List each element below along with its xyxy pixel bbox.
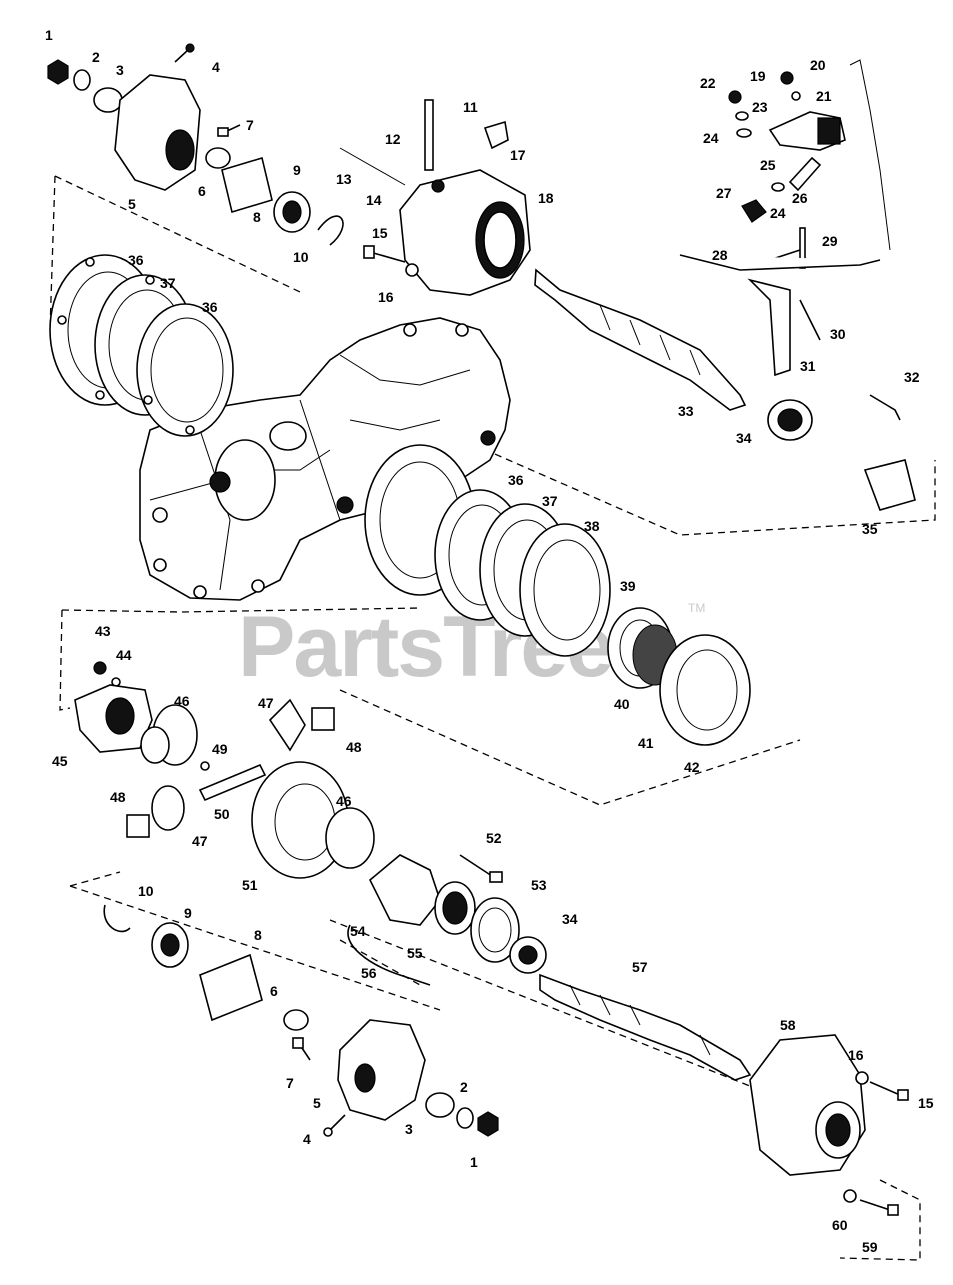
callout-1: 1 (45, 27, 53, 43)
right-cover-assembly (103, 904, 499, 1137)
callout-29: 29 (822, 233, 838, 249)
callout-16: 16 (378, 289, 394, 305)
callout-10: 10 (138, 883, 154, 899)
callout-15: 15 (372, 225, 388, 241)
callout-32: 32 (904, 369, 920, 385)
callout-42: 42 (684, 759, 700, 775)
callout-24: 24 (770, 205, 786, 221)
callout-37: 37 (542, 493, 558, 509)
callout-18: 18 (538, 190, 554, 206)
callout-24: 24 (703, 130, 719, 146)
callout-38: 38 (584, 518, 600, 534)
callout-28: 28 (712, 247, 728, 263)
callout-30: 30 (830, 326, 846, 342)
callout-8: 8 (253, 209, 261, 225)
shift-housing-assembly (339, 99, 813, 441)
callout-2: 2 (92, 49, 100, 65)
callout-15: 15 (918, 1095, 934, 1111)
callout-43: 43 (95, 623, 111, 639)
callout-4: 4 (303, 1131, 311, 1147)
callout-8: 8 (254, 927, 262, 943)
callout-16: 16 (848, 1047, 864, 1063)
callout-50: 50 (214, 806, 230, 822)
callout-2: 2 (460, 1079, 468, 1095)
callout-48: 48 (110, 789, 126, 805)
callout-6: 6 (198, 183, 206, 199)
callout-58: 58 (780, 1017, 796, 1033)
callout-25: 25 (760, 157, 776, 173)
callout-41: 41 (638, 735, 654, 751)
callout-21: 21 (816, 88, 832, 104)
callout-26: 26 (792, 190, 808, 206)
callout-53: 53 (531, 877, 547, 893)
callout-44: 44 (116, 647, 132, 663)
callout-52: 52 (486, 830, 502, 846)
callout-59: 59 (862, 1239, 878, 1255)
callout-6: 6 (270, 983, 278, 999)
callout-14: 14 (366, 192, 382, 208)
callout-36: 36 (128, 252, 144, 268)
gasket-set-lower (434, 489, 751, 746)
gasket-set-upper (49, 254, 234, 437)
callout-5: 5 (313, 1095, 321, 1111)
callout-60: 60 (832, 1217, 848, 1233)
callout-40: 40 (614, 696, 630, 712)
differential-gears (74, 661, 375, 879)
callout-47: 47 (258, 695, 274, 711)
callout-13: 13 (336, 171, 352, 187)
callout-49: 49 (212, 741, 228, 757)
callout-45: 45 (52, 753, 68, 769)
callout-1: 1 (470, 1154, 478, 1170)
callout-9: 9 (293, 162, 301, 178)
callout-27: 27 (716, 185, 732, 201)
callout-46: 46 (174, 693, 190, 709)
callout-48: 48 (346, 739, 362, 755)
callout-37: 37 (160, 275, 176, 291)
callout-20: 20 (810, 57, 826, 73)
callout-31: 31 (800, 358, 816, 374)
callout-35: 35 (862, 521, 878, 537)
callout-34: 34 (736, 430, 752, 446)
callout-51: 51 (242, 877, 258, 893)
callout-39: 39 (620, 578, 636, 594)
callout-46: 46 (336, 793, 352, 809)
callout-12: 12 (385, 131, 401, 147)
watermark-trademark: TM (688, 601, 705, 615)
callout-33: 33 (678, 403, 694, 419)
callout-11: 11 (463, 99, 478, 115)
callout-7: 7 (246, 117, 254, 133)
callout-3: 3 (405, 1121, 413, 1137)
callout-10: 10 (293, 249, 309, 265)
callout-34: 34 (562, 911, 578, 927)
callout-47: 47 (192, 833, 208, 849)
callout-17: 17 (510, 147, 526, 163)
callout-56: 56 (361, 965, 377, 981)
callout-23: 23 (752, 99, 768, 115)
callout-22: 22 (700, 75, 716, 91)
axle-components (347, 854, 752, 1081)
shift-linkage (679, 59, 916, 511)
assembly-boundary-lines (49, 175, 936, 1261)
callout-4: 4 (212, 59, 220, 75)
right-axle-housing (749, 1034, 909, 1216)
callout-9: 9 (184, 905, 192, 921)
callout-54: 54 (350, 923, 366, 939)
callout-19: 19 (750, 68, 766, 84)
callout-3: 3 (116, 62, 124, 78)
callout-5: 5 (128, 196, 136, 212)
callout-36: 36 (202, 299, 218, 315)
left-cover-assembly (47, 43, 344, 246)
callout-7: 7 (286, 1075, 294, 1091)
callout-36: 36 (508, 472, 524, 488)
callout-55: 55 (407, 945, 423, 961)
callout-57: 57 (632, 959, 648, 975)
